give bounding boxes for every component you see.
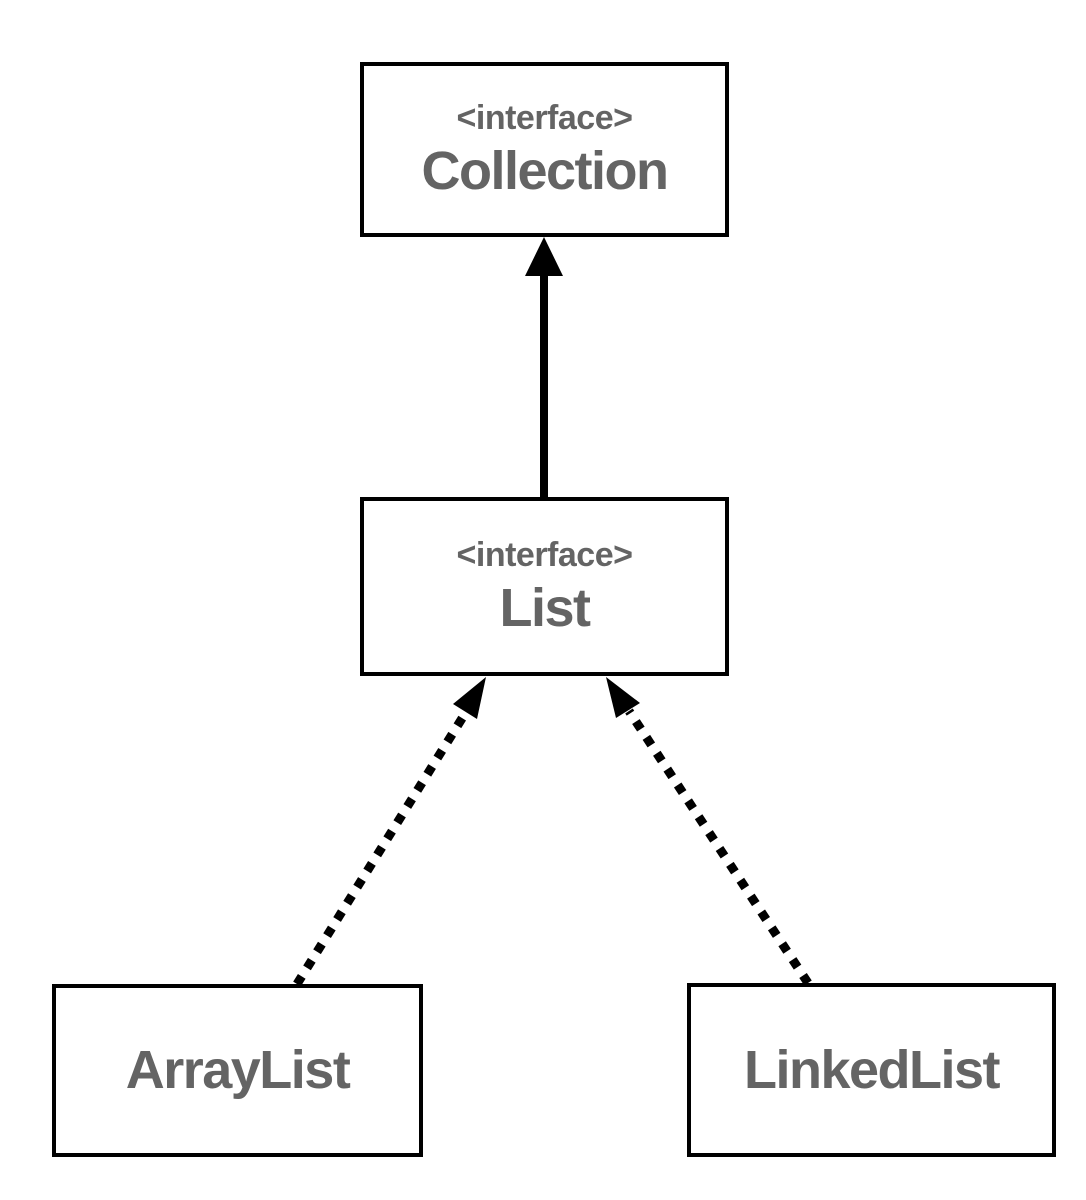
class-name-label: LinkedList [743,1039,1001,1100]
node-collection: <interface> Collection [360,62,729,237]
class-name-label: ArrayList [125,1040,351,1101]
node-list: <interface> List [360,497,729,676]
node-linkedlist: LinkedList [687,983,1056,1157]
class-name-label: Collection [421,140,669,201]
node-arraylist: ArrayList [52,984,423,1157]
class-name-label: List [499,577,591,638]
extends-arrow-list-collection [525,237,563,497]
stereotype-label: <interface> [456,536,633,575]
implements-arrow-linkedlist-list [606,677,812,986]
stereotype-label: <interface> [456,99,633,138]
implements-arrow-arraylist-list [293,677,486,987]
